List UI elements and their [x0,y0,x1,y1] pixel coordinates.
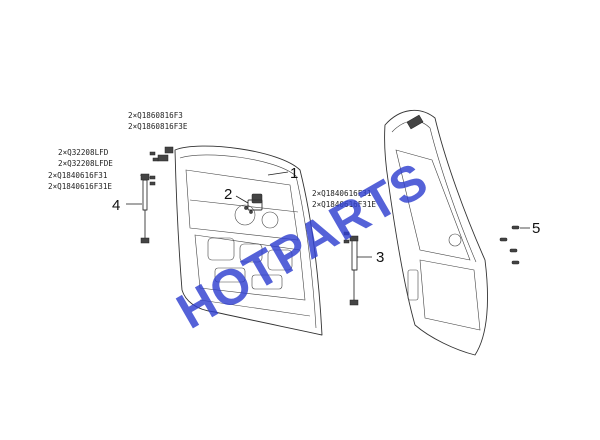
gas-strut-left [140,173,150,244]
label-strut-mount-1: 2×Q32208LFD [58,148,109,157]
callout-2: 2 [224,186,232,203]
bolt-set [499,225,520,265]
label-hinge-bolt-1: 2×Q1860816F3 [128,111,183,120]
callout-4: 4 [112,197,120,214]
label-strut-bolt-2: 2×Q1840616F31E [48,182,112,191]
part-code-labels: 2×Q1860816F3 2×Q1860816F3E 2×Q32208LFD 2… [48,111,376,209]
label-right-bolt-2: 2×Q1840616F31E [312,200,376,209]
callout-5: 5 [532,220,540,237]
callout-1: 1 [290,165,298,182]
hinge-assembly [139,146,174,186]
tailgate-inner-panel [174,145,323,336]
latch-assembly [244,193,263,214]
gas-strut-right [343,231,359,306]
callout-numbers: 1 2 3 4 5 [112,165,540,266]
tailgate-side-view [384,110,488,356]
label-strut-bolt-1: 2×Q1840616F31 [48,171,108,180]
label-strut-mount-2: 2×Q32208LFDE [58,159,113,168]
label-right-bolt-1: 2×Q1840616F31 [312,189,372,198]
leader-lines [126,171,530,258]
label-hinge-bolt-2: 2×Q1860816F3E [128,122,188,131]
callout-3: 3 [376,249,384,266]
